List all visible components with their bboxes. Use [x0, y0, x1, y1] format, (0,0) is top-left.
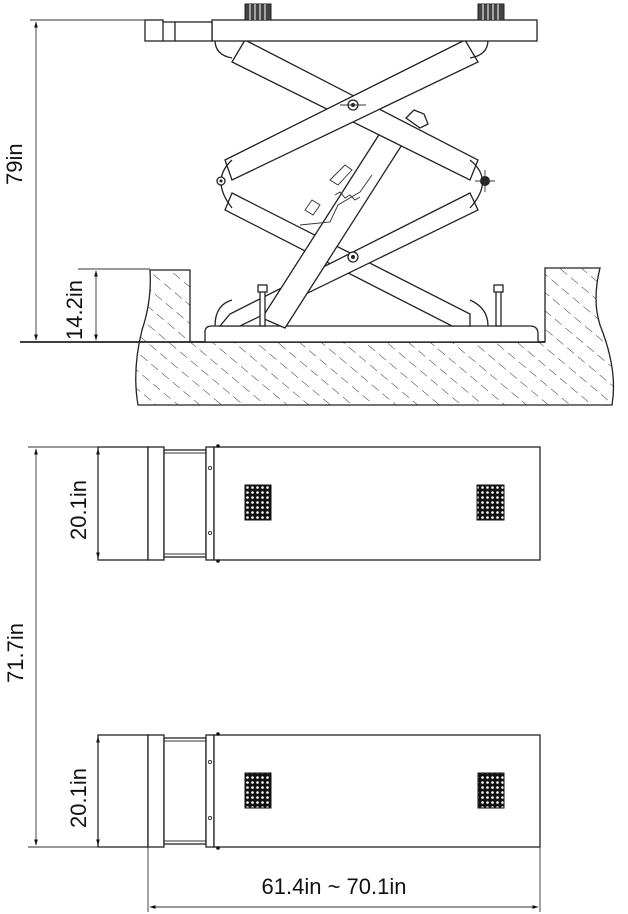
label-platform-width-top: 20.1in [66, 480, 91, 540]
dimension-max-height: 79in [2, 19, 145, 341]
extension-tip [144, 19, 164, 42]
label-max-height: 79in [2, 143, 27, 185]
top-plan-view: 71.7in 20.1in 20.1in 61.4in ~ 70.1in [3, 444, 541, 912]
top-platform [144, 3, 538, 42]
dimension-platform-width-top: 20.1in [66, 448, 100, 559]
grip-pad-icon [244, 484, 272, 521]
bracket-icon [404, 109, 429, 129]
base-frame [204, 325, 539, 343]
grip-pad-icon [476, 484, 505, 521]
dimension-platform-width-bottom: 20.1in [66, 736, 100, 846]
label-platform-length: 61.4in ~ 70.1in [262, 874, 407, 899]
grip-pad-icon [244, 772, 272, 809]
rubber-block-right [477, 3, 505, 21]
pivot-pins [216, 99, 495, 263]
safety-posts [257, 284, 504, 327]
dimension-platform-length: 61.4in ~ 70.1in [147, 847, 541, 912]
label-pit-depth: 14.2in [62, 280, 87, 340]
runway-bottom [97, 732, 541, 850]
dimension-pit-depth: 14.2in [62, 268, 150, 341]
label-overall-width: 71.7in [3, 623, 28, 683]
grip-pad-icon [477, 772, 505, 809]
runway-top [97, 444, 541, 563]
side-elevation-view: 79in 14.2in [2, 3, 615, 406]
dimension-overall-width: 71.7in [3, 446, 98, 848]
label-platform-width-bottom: 20.1in [66, 768, 91, 828]
rubber-block-left [244, 3, 272, 21]
extension-arm [174, 21, 213, 42]
